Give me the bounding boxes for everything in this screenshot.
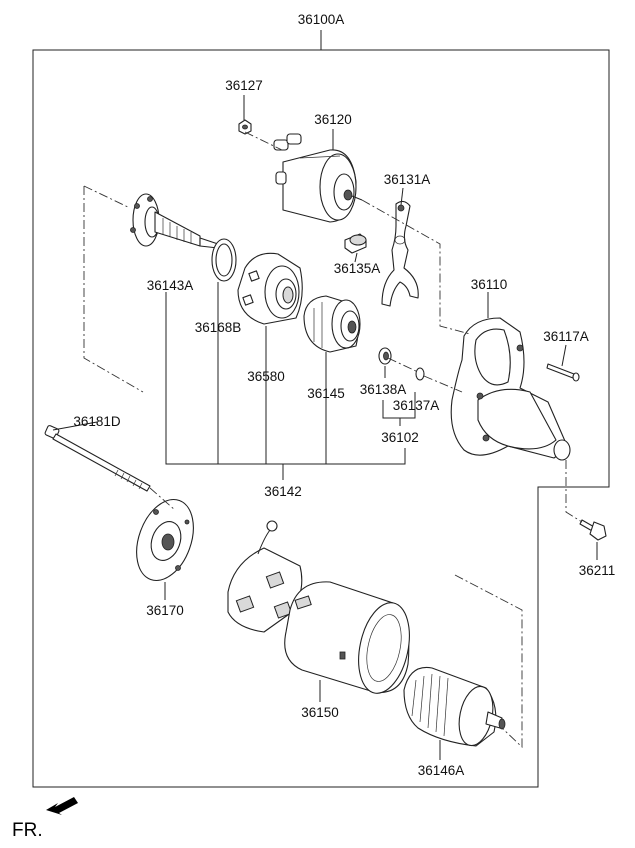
label-36170: 36170 — [146, 603, 184, 618]
label-36127: 36127 — [225, 78, 263, 93]
label-36120: 36120 — [314, 112, 352, 127]
front-label: FR. — [12, 820, 43, 841]
front-direction-marker: FR. — [12, 797, 78, 841]
nut-36127 — [238, 119, 252, 135]
washer-36138A — [378, 347, 392, 365]
yoke-36150 — [284, 581, 410, 694]
label-36102: 36102 — [381, 430, 419, 445]
label-36181D: 36181D — [73, 414, 121, 429]
label-36150: 36150 — [301, 705, 339, 720]
ring-36168B — [211, 238, 237, 282]
label-36117A: 36117A — [543, 329, 589, 344]
pinion-36145 — [303, 295, 361, 353]
label-36142: 36142 — [264, 484, 302, 499]
label-36131A: 36131A — [384, 172, 431, 187]
plunger-36135A — [344, 233, 367, 254]
label-36143A: 36143A — [147, 278, 194, 293]
brush-holder — [227, 520, 303, 633]
label-36146A: 36146A — [418, 763, 465, 778]
label-36137A: 36137A — [393, 398, 440, 413]
housing-36110 — [450, 317, 571, 461]
label-36110: 36110 — [471, 277, 508, 292]
label-36135A: 36135A — [334, 261, 381, 276]
clutch-36580 — [237, 252, 303, 325]
centerlines — [83, 131, 583, 749]
bolt-36211 — [579, 519, 607, 541]
bolt-36117A — [546, 363, 580, 382]
part-labels: 36100A 36127 36120 36131A 36135A 36143A … — [73, 12, 615, 778]
armature-36146A — [403, 666, 506, 747]
assembly-frame — [32, 30, 610, 788]
label-36211: 36211 — [579, 563, 616, 578]
clip-36137A — [415, 367, 425, 381]
through-bolt-36181D — [44, 425, 151, 492]
leader-lines — [52, 95, 598, 760]
shaft-36143A — [130, 193, 219, 249]
lever-36131A — [381, 200, 419, 307]
label-36145: 36145 — [307, 386, 345, 401]
front-arrow-icon — [46, 797, 78, 815]
rear-cover-36170 — [136, 498, 194, 582]
label-36168B: 36168B — [195, 320, 242, 335]
label-36138A: 36138A — [360, 382, 407, 397]
label-36100A: 36100A — [298, 12, 345, 27]
solenoid-36120 — [273, 133, 363, 223]
label-36580: 36580 — [247, 369, 285, 384]
